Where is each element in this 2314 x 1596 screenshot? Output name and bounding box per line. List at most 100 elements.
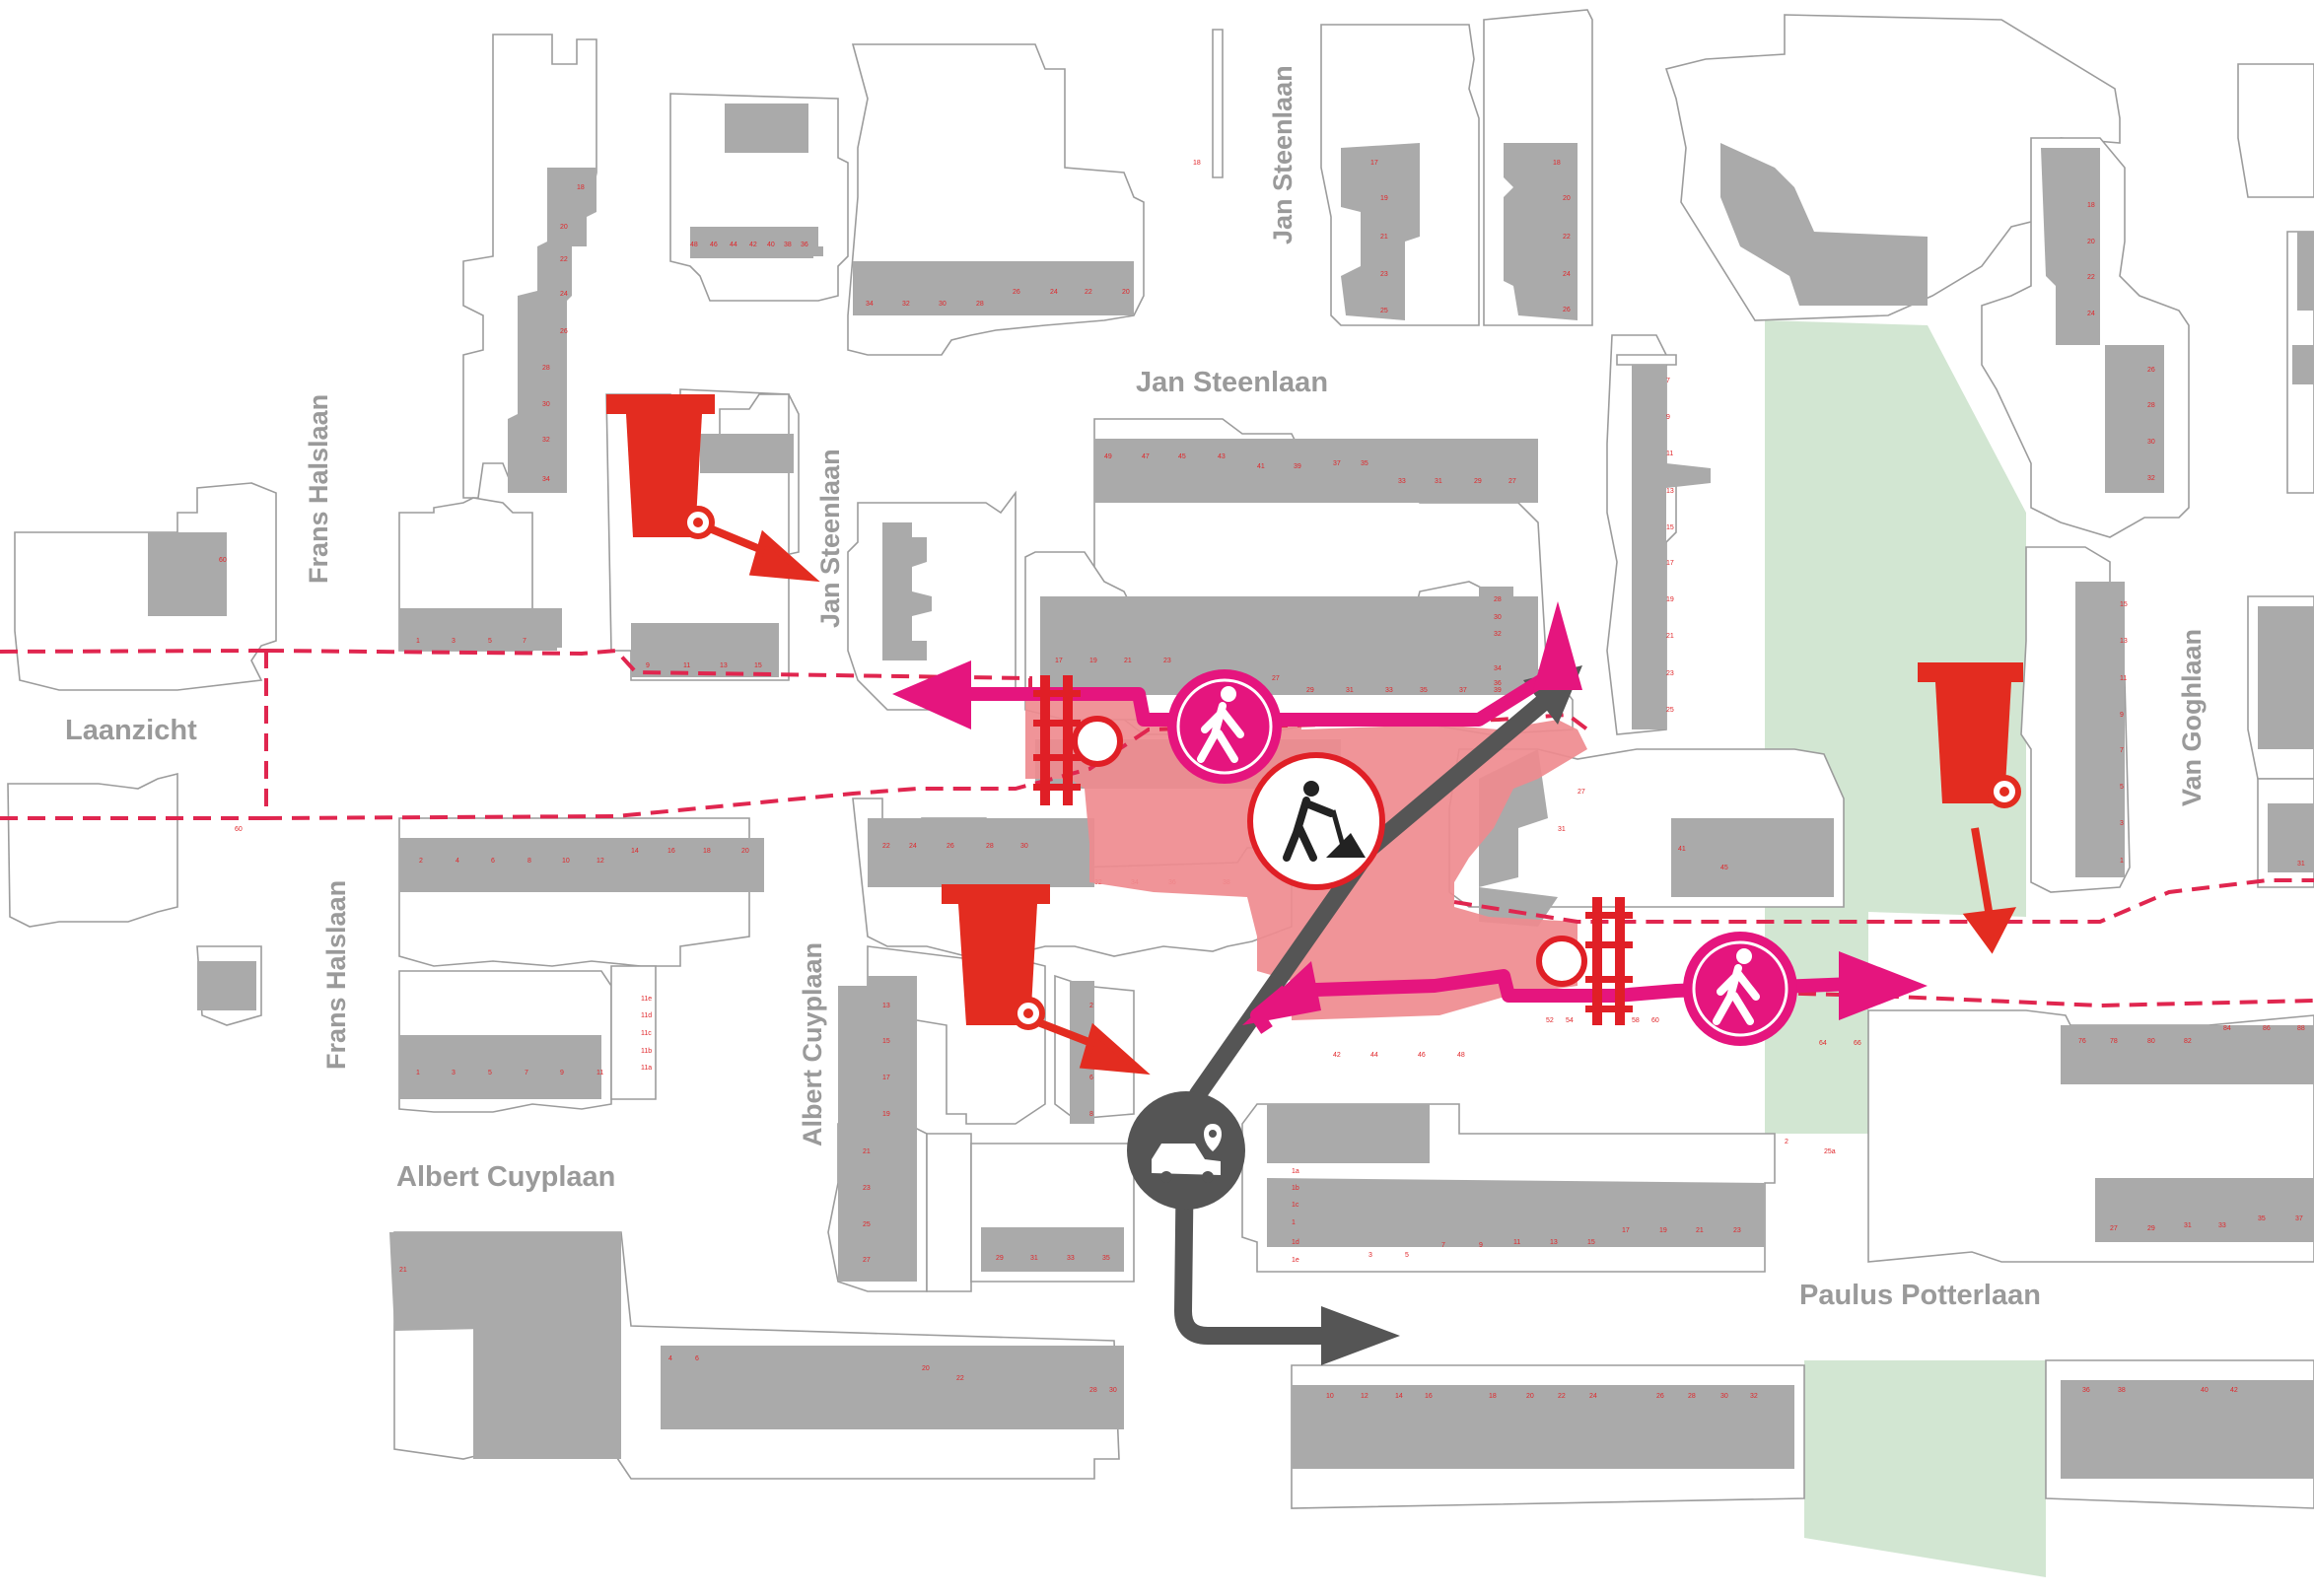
svg-text:20: 20 [741, 848, 749, 855]
svg-text:1b: 1b [1292, 1185, 1299, 1192]
svg-text:19: 19 [1380, 195, 1388, 202]
svg-text:11e: 11e [641, 996, 652, 1003]
svg-text:2: 2 [1089, 1003, 1093, 1009]
svg-text:27: 27 [1272, 675, 1280, 682]
svg-text:3: 3 [452, 1070, 456, 1076]
svg-text:4: 4 [456, 858, 459, 865]
street-label-frans-halslaan: Frans Halslaan [304, 394, 333, 584]
svg-text:1: 1 [2120, 858, 2124, 865]
svg-text:13: 13 [1550, 1239, 1558, 1246]
svg-text:22: 22 [560, 256, 568, 263]
svg-text:30: 30 [1020, 843, 1028, 850]
svg-text:13: 13 [1666, 488, 1674, 495]
svg-text:29: 29 [2147, 1225, 2155, 1232]
svg-text:9: 9 [2120, 712, 2124, 719]
svg-text:47: 47 [1142, 453, 1150, 460]
svg-text:15: 15 [754, 662, 762, 669]
svg-text:49: 49 [1104, 453, 1112, 460]
svg-text:3: 3 [1368, 1252, 1372, 1259]
svg-text:30: 30 [1720, 1393, 1728, 1400]
svg-text:6: 6 [1089, 1075, 1093, 1081]
svg-text:35: 35 [2258, 1215, 2266, 1222]
svg-text:38: 38 [784, 242, 792, 248]
svg-text:28: 28 [1688, 1393, 1696, 1400]
svg-text:84: 84 [2223, 1025, 2231, 1032]
svg-text:44: 44 [730, 242, 737, 248]
svg-text:7: 7 [523, 638, 526, 645]
svg-text:24: 24 [909, 843, 917, 850]
svg-text:44: 44 [1370, 1052, 1378, 1059]
svg-text:45: 45 [1178, 453, 1186, 460]
svg-text:25a: 25a [1824, 1148, 1836, 1155]
svg-text:11: 11 [596, 1070, 603, 1076]
green-areas [1765, 320, 2046, 1577]
street-label-frans-halslaan: Frans Halslaan [321, 880, 351, 1070]
svg-text:34: 34 [866, 301, 874, 308]
svg-text:1e: 1e [1292, 1257, 1299, 1264]
svg-text:11b: 11b [641, 1048, 652, 1055]
svg-text:16: 16 [667, 848, 675, 855]
buildings [148, 104, 2314, 1479]
svg-text:28: 28 [986, 843, 994, 850]
svg-text:12: 12 [596, 858, 604, 865]
roadwork-icon [1247, 752, 1385, 890]
svg-text:11c: 11c [641, 1030, 652, 1037]
svg-text:17: 17 [1055, 658, 1063, 664]
svg-text:76: 76 [2078, 1038, 2086, 1045]
svg-text:1a: 1a [1292, 1168, 1299, 1175]
svg-text:30: 30 [1109, 1387, 1117, 1394]
svg-text:10: 10 [1326, 1393, 1334, 1400]
svg-text:3: 3 [452, 638, 456, 645]
svg-text:17: 17 [1370, 160, 1378, 167]
svg-text:24: 24 [1050, 289, 1058, 296]
svg-text:32: 32 [2147, 475, 2155, 482]
no-entry-icon [1536, 936, 1587, 987]
svg-text:22: 22 [882, 843, 890, 850]
svg-text:6: 6 [695, 1355, 699, 1362]
svg-text:82: 82 [2184, 1038, 2192, 1045]
svg-text:14: 14 [631, 848, 639, 855]
svg-text:29: 29 [1474, 478, 1482, 485]
svg-text:41: 41 [1678, 846, 1686, 853]
barrier-icon [1585, 897, 1633, 1025]
svg-text:28: 28 [542, 365, 550, 372]
waste-container-icon [606, 394, 715, 539]
svg-text:32: 32 [902, 301, 910, 308]
svg-text:1: 1 [416, 1070, 420, 1076]
svg-text:31: 31 [1558, 826, 1566, 833]
street-label-jan-steenlaan: Jan Steenlaan [1268, 65, 1297, 244]
svg-text:20: 20 [1563, 195, 1571, 202]
svg-text:64: 64 [1819, 1040, 1827, 1047]
svg-text:13: 13 [720, 662, 728, 669]
svg-text:9: 9 [560, 1070, 564, 1076]
svg-text:15: 15 [882, 1038, 890, 1045]
svg-text:22: 22 [956, 1375, 964, 1382]
svg-text:28: 28 [2147, 402, 2155, 409]
svg-text:37: 37 [2295, 1215, 2303, 1222]
street-label-albert-cuyplaan: Albert Cuyplaan [798, 942, 827, 1146]
svg-text:9: 9 [1479, 1242, 1483, 1249]
svg-text:15: 15 [1587, 1239, 1595, 1246]
svg-text:18: 18 [1193, 160, 1201, 167]
svg-text:9: 9 [646, 662, 650, 669]
svg-text:25: 25 [863, 1221, 871, 1228]
construction-boundary [0, 648, 2314, 1008]
svg-text:48: 48 [1457, 1052, 1465, 1059]
street-labels: Jan Steenlaan Jan Steenlaan Jan Steenlaa… [65, 65, 2207, 1311]
svg-text:21: 21 [1666, 633, 1674, 640]
svg-text:12: 12 [1361, 1393, 1368, 1400]
svg-text:66: 66 [1854, 1040, 1861, 1047]
pedestrian-icon [1683, 932, 1797, 1046]
svg-text:11a: 11a [641, 1065, 652, 1072]
svg-text:22: 22 [2087, 274, 2095, 281]
svg-text:30: 30 [939, 301, 947, 308]
svg-text:88: 88 [2297, 1025, 2305, 1032]
svg-text:24: 24 [2087, 311, 2095, 317]
svg-text:18: 18 [703, 848, 711, 855]
svg-text:11: 11 [1666, 451, 1673, 457]
svg-text:23: 23 [1163, 658, 1171, 664]
svg-text:21: 21 [1124, 658, 1132, 664]
pedestrian-icon [1167, 669, 1282, 784]
svg-text:23: 23 [1733, 1227, 1741, 1234]
svg-text:42: 42 [749, 242, 757, 248]
